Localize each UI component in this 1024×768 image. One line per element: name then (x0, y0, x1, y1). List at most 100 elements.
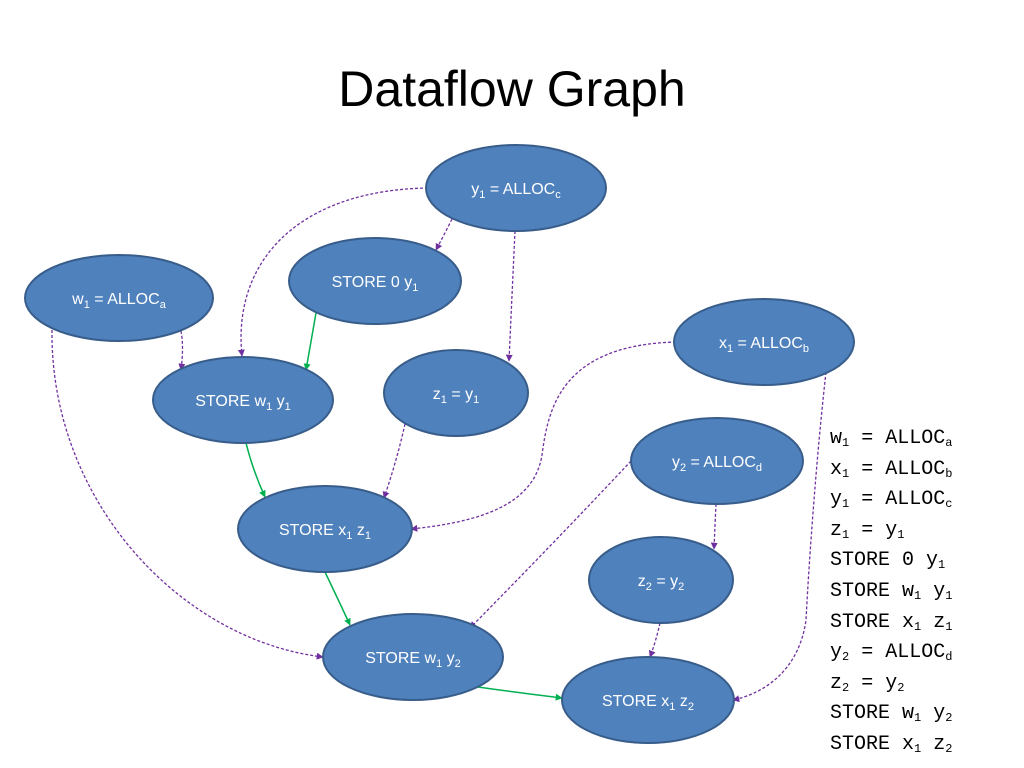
code-text: x (830, 457, 843, 481)
node-label: STORE x1 z2 (602, 693, 694, 713)
label-subscript: 1 (285, 401, 291, 413)
label-subscript: 2 (646, 581, 652, 593)
slide-title: Dataflow Graph (338, 61, 686, 117)
edge-y1-alloc-to-z1-eq-y1 (505, 230, 516, 362)
code-text: z (921, 732, 946, 756)
label-subscript: 1 (84, 299, 90, 311)
label-subscript: 1 (346, 530, 352, 542)
label-text: z (352, 522, 364, 539)
code-subscript: 1 (938, 558, 946, 573)
node-ellipse (152, 356, 334, 444)
node-y2-alloc: y2 = ALLOCd (630, 417, 804, 505)
code-text: = ALLOC (849, 641, 946, 665)
code-subscript: 1 (914, 619, 922, 634)
code-text: z (830, 518, 843, 542)
node-label: y2 = ALLOCd (672, 454, 762, 474)
code-subscript: 1 (842, 527, 850, 542)
edge-store-x1-z1-to-store-w1-y2 (324, 571, 351, 626)
code-text: STORE x (830, 610, 915, 634)
label-subscript: a (160, 299, 167, 311)
edge-w1-alloc-to-store-w1-y1 (178, 330, 186, 371)
label-text: y (672, 454, 680, 471)
label-text: y (442, 650, 454, 667)
code-text: STORE w (830, 579, 915, 603)
label-text: y (272, 393, 284, 410)
node-store-x1-z2: STORE x1 z2 (561, 656, 735, 744)
label-subscript: 1 (441, 394, 447, 406)
code-text: = ALLOC (849, 457, 946, 481)
code-line: w1 = ALLOCa (830, 424, 952, 455)
label-subscript: d (756, 462, 762, 474)
code-text: y (830, 641, 843, 665)
label-text: STORE w (365, 650, 436, 667)
code-subscript: 1 (914, 588, 922, 603)
label-text: STORE x (279, 522, 346, 539)
label-subscript: 2 (678, 581, 684, 593)
node-label: STORE 0 y1 (332, 274, 419, 294)
label-subscript: 1 (266, 401, 272, 413)
edge-y1-alloc-to-store-w1-y1 (237, 187, 429, 357)
code-text: y (830, 488, 843, 512)
label-text: STORE w (195, 393, 266, 410)
edge-y1-alloc-to-store0-y1 (435, 218, 453, 251)
node-ellipse (288, 237, 462, 325)
node-label: STORE w1 y2 (365, 650, 461, 670)
code-text: = ALLOC (849, 488, 946, 512)
code-line: STORE 0 y1 (830, 546, 952, 577)
label-text: z (638, 573, 646, 590)
label-text: w (71, 291, 84, 308)
code-subscript: 1 (842, 466, 850, 481)
label-subscript: 1 (479, 189, 485, 201)
label-text: z (675, 693, 687, 710)
code-subscript: 1 (897, 527, 905, 542)
node-ellipse (383, 349, 529, 437)
node-ellipse (673, 298, 855, 386)
code-text: STORE x (830, 732, 915, 756)
edge-store-w1-y2-to-store-x1-z2 (477, 686, 563, 701)
code-subscript: 2 (842, 680, 850, 695)
label-subscript: 1 (727, 343, 733, 355)
node-ellipse (24, 254, 214, 342)
label-text: STORE 0 y (332, 274, 413, 291)
edge-store0-y1-to-store-w1-y1 (303, 312, 317, 371)
node-store-w1-y1: STORE w1 y1 (152, 356, 334, 444)
node-ellipse (630, 417, 804, 505)
code-line: z1 = y1 (830, 516, 952, 547)
edge-w1-alloc-to-store-w1-y2 (51, 329, 324, 660)
code-text: z (830, 671, 843, 695)
edge-x1-alloc-to-store-x1-z2 (732, 371, 827, 703)
code-subscript: 1 (842, 497, 850, 512)
node-store-x1-z1: STORE x1 z1 (237, 485, 413, 573)
code-line: z2 = y2 (830, 669, 952, 700)
code-text: y (921, 702, 946, 726)
node-label: y1 = ALLOCc (471, 181, 561, 201)
node-store0-y1: STORE 0 y1 (288, 237, 462, 325)
code-text: STORE w (830, 702, 915, 726)
code-subscript: 1 (945, 588, 953, 603)
node-y1-alloc: y1 = ALLOCc (425, 144, 607, 232)
code-subscript: c (945, 497, 953, 512)
edges-layer (51, 187, 827, 703)
label-text: = y (447, 386, 473, 403)
label-subscript: b (803, 343, 809, 355)
edge-y2-alloc-to-store-w1-y2 (469, 460, 632, 629)
label-text: = ALLOC (733, 335, 803, 352)
label-subscript: 1 (412, 282, 418, 294)
code-subscript: 2 (945, 711, 953, 726)
code-line: STORE x1 z1 (830, 608, 952, 639)
label-subscript: c (555, 189, 561, 201)
code-text: STORE 0 y (830, 549, 939, 573)
label-text: = ALLOC (686, 454, 756, 471)
node-label: z2 = y2 (638, 573, 684, 593)
edge-store-w1-y1-to-store-x1-z1 (245, 442, 266, 498)
code-line: STORE x1 z2 (830, 730, 952, 761)
label-subscript: 1 (436, 658, 442, 670)
code-subscript: 1 (914, 711, 922, 726)
label-text: = y (652, 573, 678, 590)
node-label: STORE w1 y1 (195, 393, 291, 413)
node-ellipse (588, 536, 734, 624)
